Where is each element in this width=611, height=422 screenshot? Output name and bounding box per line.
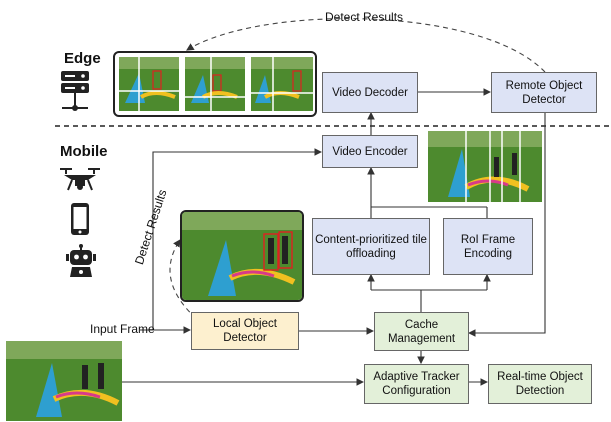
local-object-detector-box: Local Object Detector	[191, 312, 299, 350]
robot-icon	[66, 244, 96, 277]
local-detect-image	[180, 210, 304, 302]
roi-frame-encoding-box: RoI Frame Encoding	[443, 218, 533, 275]
edge-frames-strip	[113, 51, 317, 117]
edge-label: Edge	[64, 50, 101, 67]
video-decoder-box: Video Decoder	[322, 72, 418, 113]
realtime-object-detection-box: Real-time Object Detection	[488, 364, 592, 404]
detect-results-arc-top	[186, 18, 546, 73]
tiled-frame-image	[428, 131, 542, 202]
input-frame-label: Input Frame	[90, 322, 155, 336]
adaptive-tracker-configuration-box: Adaptive Tracker Configuration	[364, 364, 469, 404]
video-encoder-box: Video Encoder	[322, 135, 418, 168]
mobile-label: Mobile	[60, 143, 108, 160]
server-icon	[61, 71, 89, 111]
remote-object-detector-box: Remote Object Detector	[491, 72, 597, 113]
content-prioritized-offloading-box: Content-prioritized tile offloading	[312, 218, 430, 275]
detect-results-top-label: Detect Results	[325, 10, 404, 24]
cache-management-box: Cache Management	[374, 312, 469, 351]
input-frame-image	[6, 341, 122, 421]
drone-icon	[60, 168, 100, 191]
smartphone-icon	[71, 203, 89, 235]
